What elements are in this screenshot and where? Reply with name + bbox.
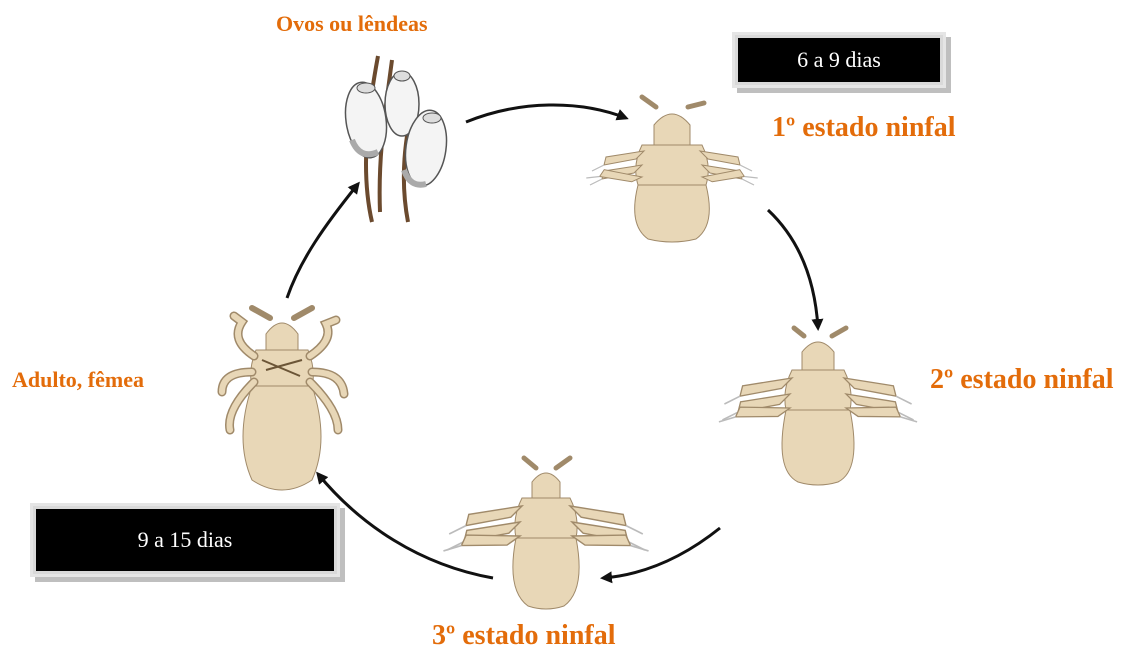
label-nymph1: 1º estado ninfal [772, 112, 956, 144]
label-nymph3: 3º estado ninfal [432, 620, 616, 652]
label-eggs: Ovos ou lêndeas [276, 11, 428, 37]
duration-text-second: 9 a 15 dias [138, 527, 233, 553]
duration-box-first: 6 a 9 dias [732, 32, 946, 88]
label-nymph2: 2º estado ninfal [930, 364, 1114, 396]
nymph2-illustration [719, 328, 917, 485]
arrow-adult-to-eggs [287, 184, 358, 298]
eggs-illustration [341, 56, 451, 222]
duration-box-second: 9 a 15 dias [30, 503, 340, 577]
nymph3-illustration [443, 458, 648, 609]
arrow-eggs-to-nymph1 [466, 105, 626, 122]
duration-text-first: 6 a 9 dias [797, 47, 881, 73]
arrow-nymph1-to-nymph2 [768, 210, 818, 328]
label-adult: Adulto, fêmea [12, 367, 144, 393]
nymph1-illustration [586, 97, 757, 242]
adult-female-illustration [222, 308, 344, 490]
